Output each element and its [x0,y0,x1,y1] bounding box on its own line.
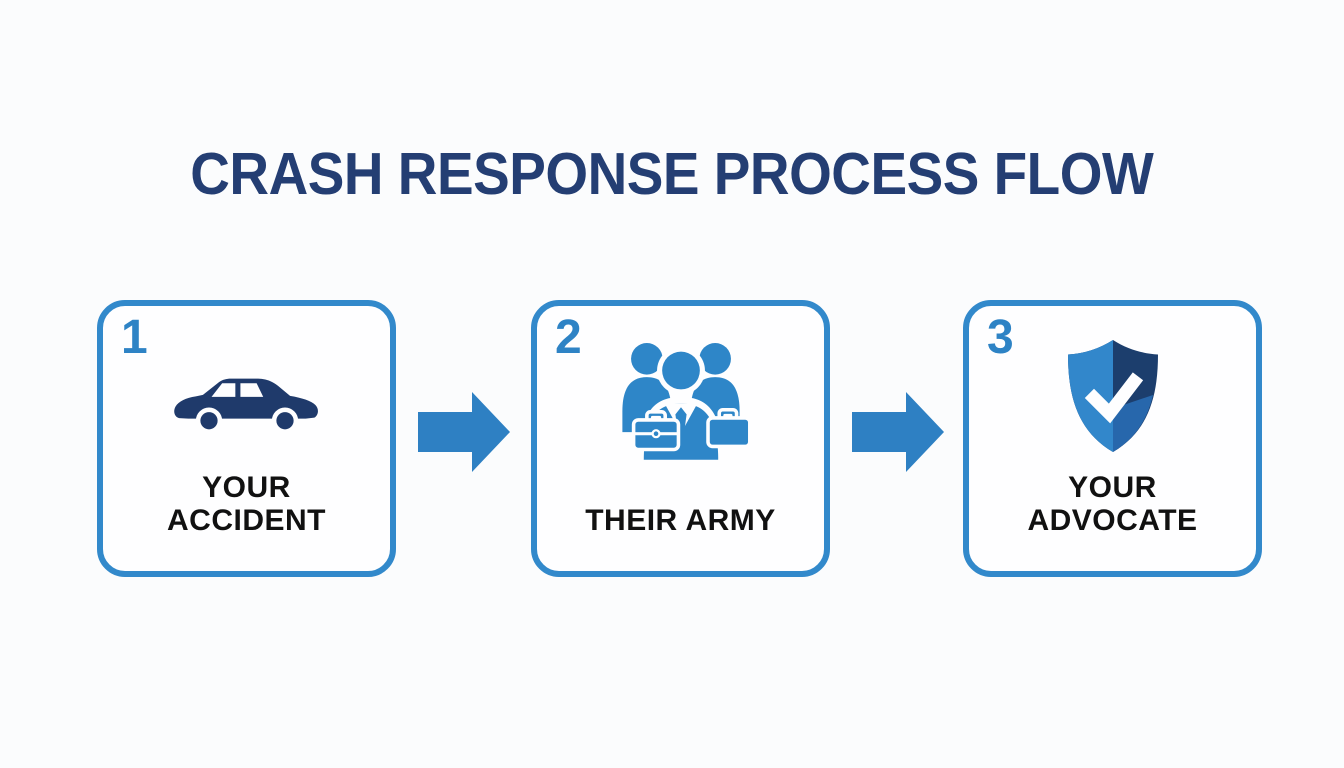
page-title: CRASH RESPONSE PROCESS FLOW [190,141,1154,207]
arrow-right-icon [852,392,944,472]
step-label-your-accident: YOUR ACCIDENT [167,471,326,537]
title-row: CRASH RESPONSE PROCESS FLOW [0,140,1344,208]
step-box-your-accident: 1 YOUR ACCIDENT [97,300,396,577]
step-label-your-advocate: YOUR ADVOCATE [1027,471,1198,537]
step-number-1: 1 [121,311,148,364]
step-label-their-army: THEIR ARMY [585,504,776,537]
step-number-2: 2 [555,311,582,364]
step-box-their-army: 2 [531,300,830,577]
step-number-3: 3 [987,311,1014,364]
step-box-your-advocate: 3 YOUR ADVOCATE [963,300,1262,577]
arrow-right-icon [418,392,510,472]
